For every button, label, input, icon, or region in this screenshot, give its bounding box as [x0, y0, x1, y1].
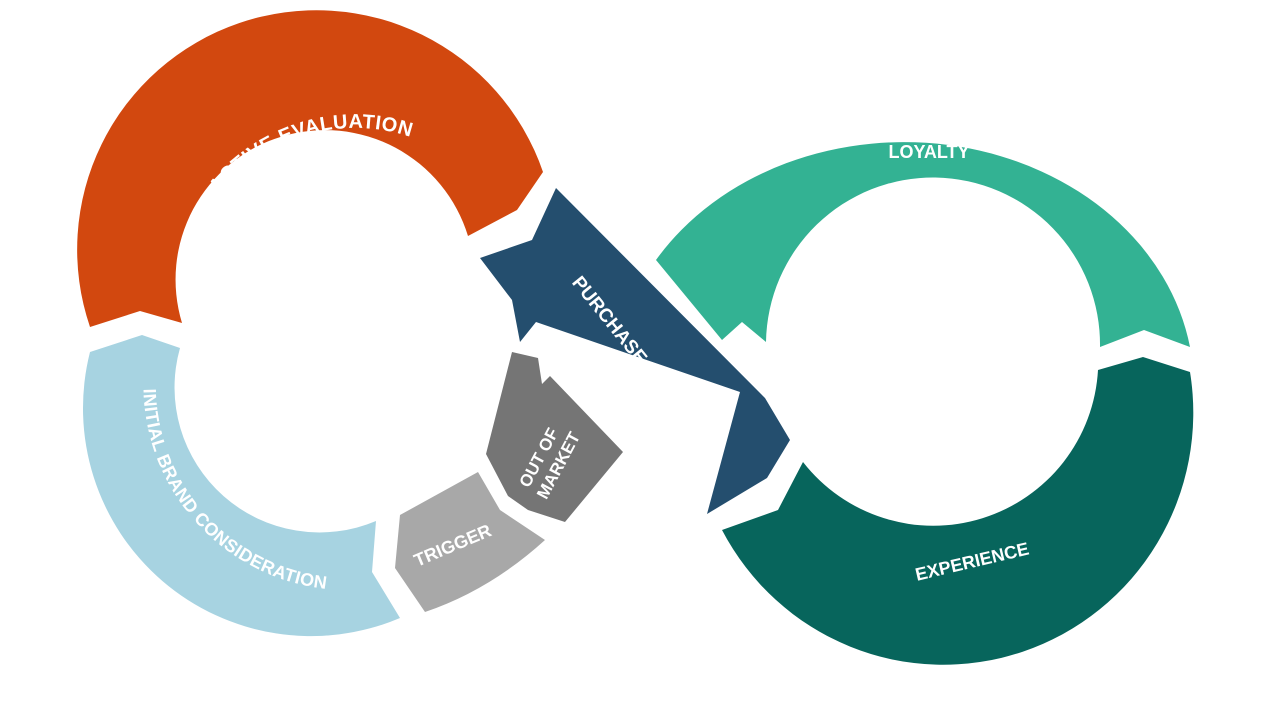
initial-brand-consideration-segment: [82, 335, 400, 637]
purchase-decision-arrow: [480, 188, 790, 514]
experience-segment: [722, 357, 1194, 665]
loyalty-label: LOYALTY: [888, 142, 969, 162]
active-evaluation-segment: [77, 10, 544, 327]
loyalty-segment: [656, 142, 1190, 347]
trigger-segment: [395, 472, 545, 612]
out-of-market-segment: [486, 352, 623, 522]
